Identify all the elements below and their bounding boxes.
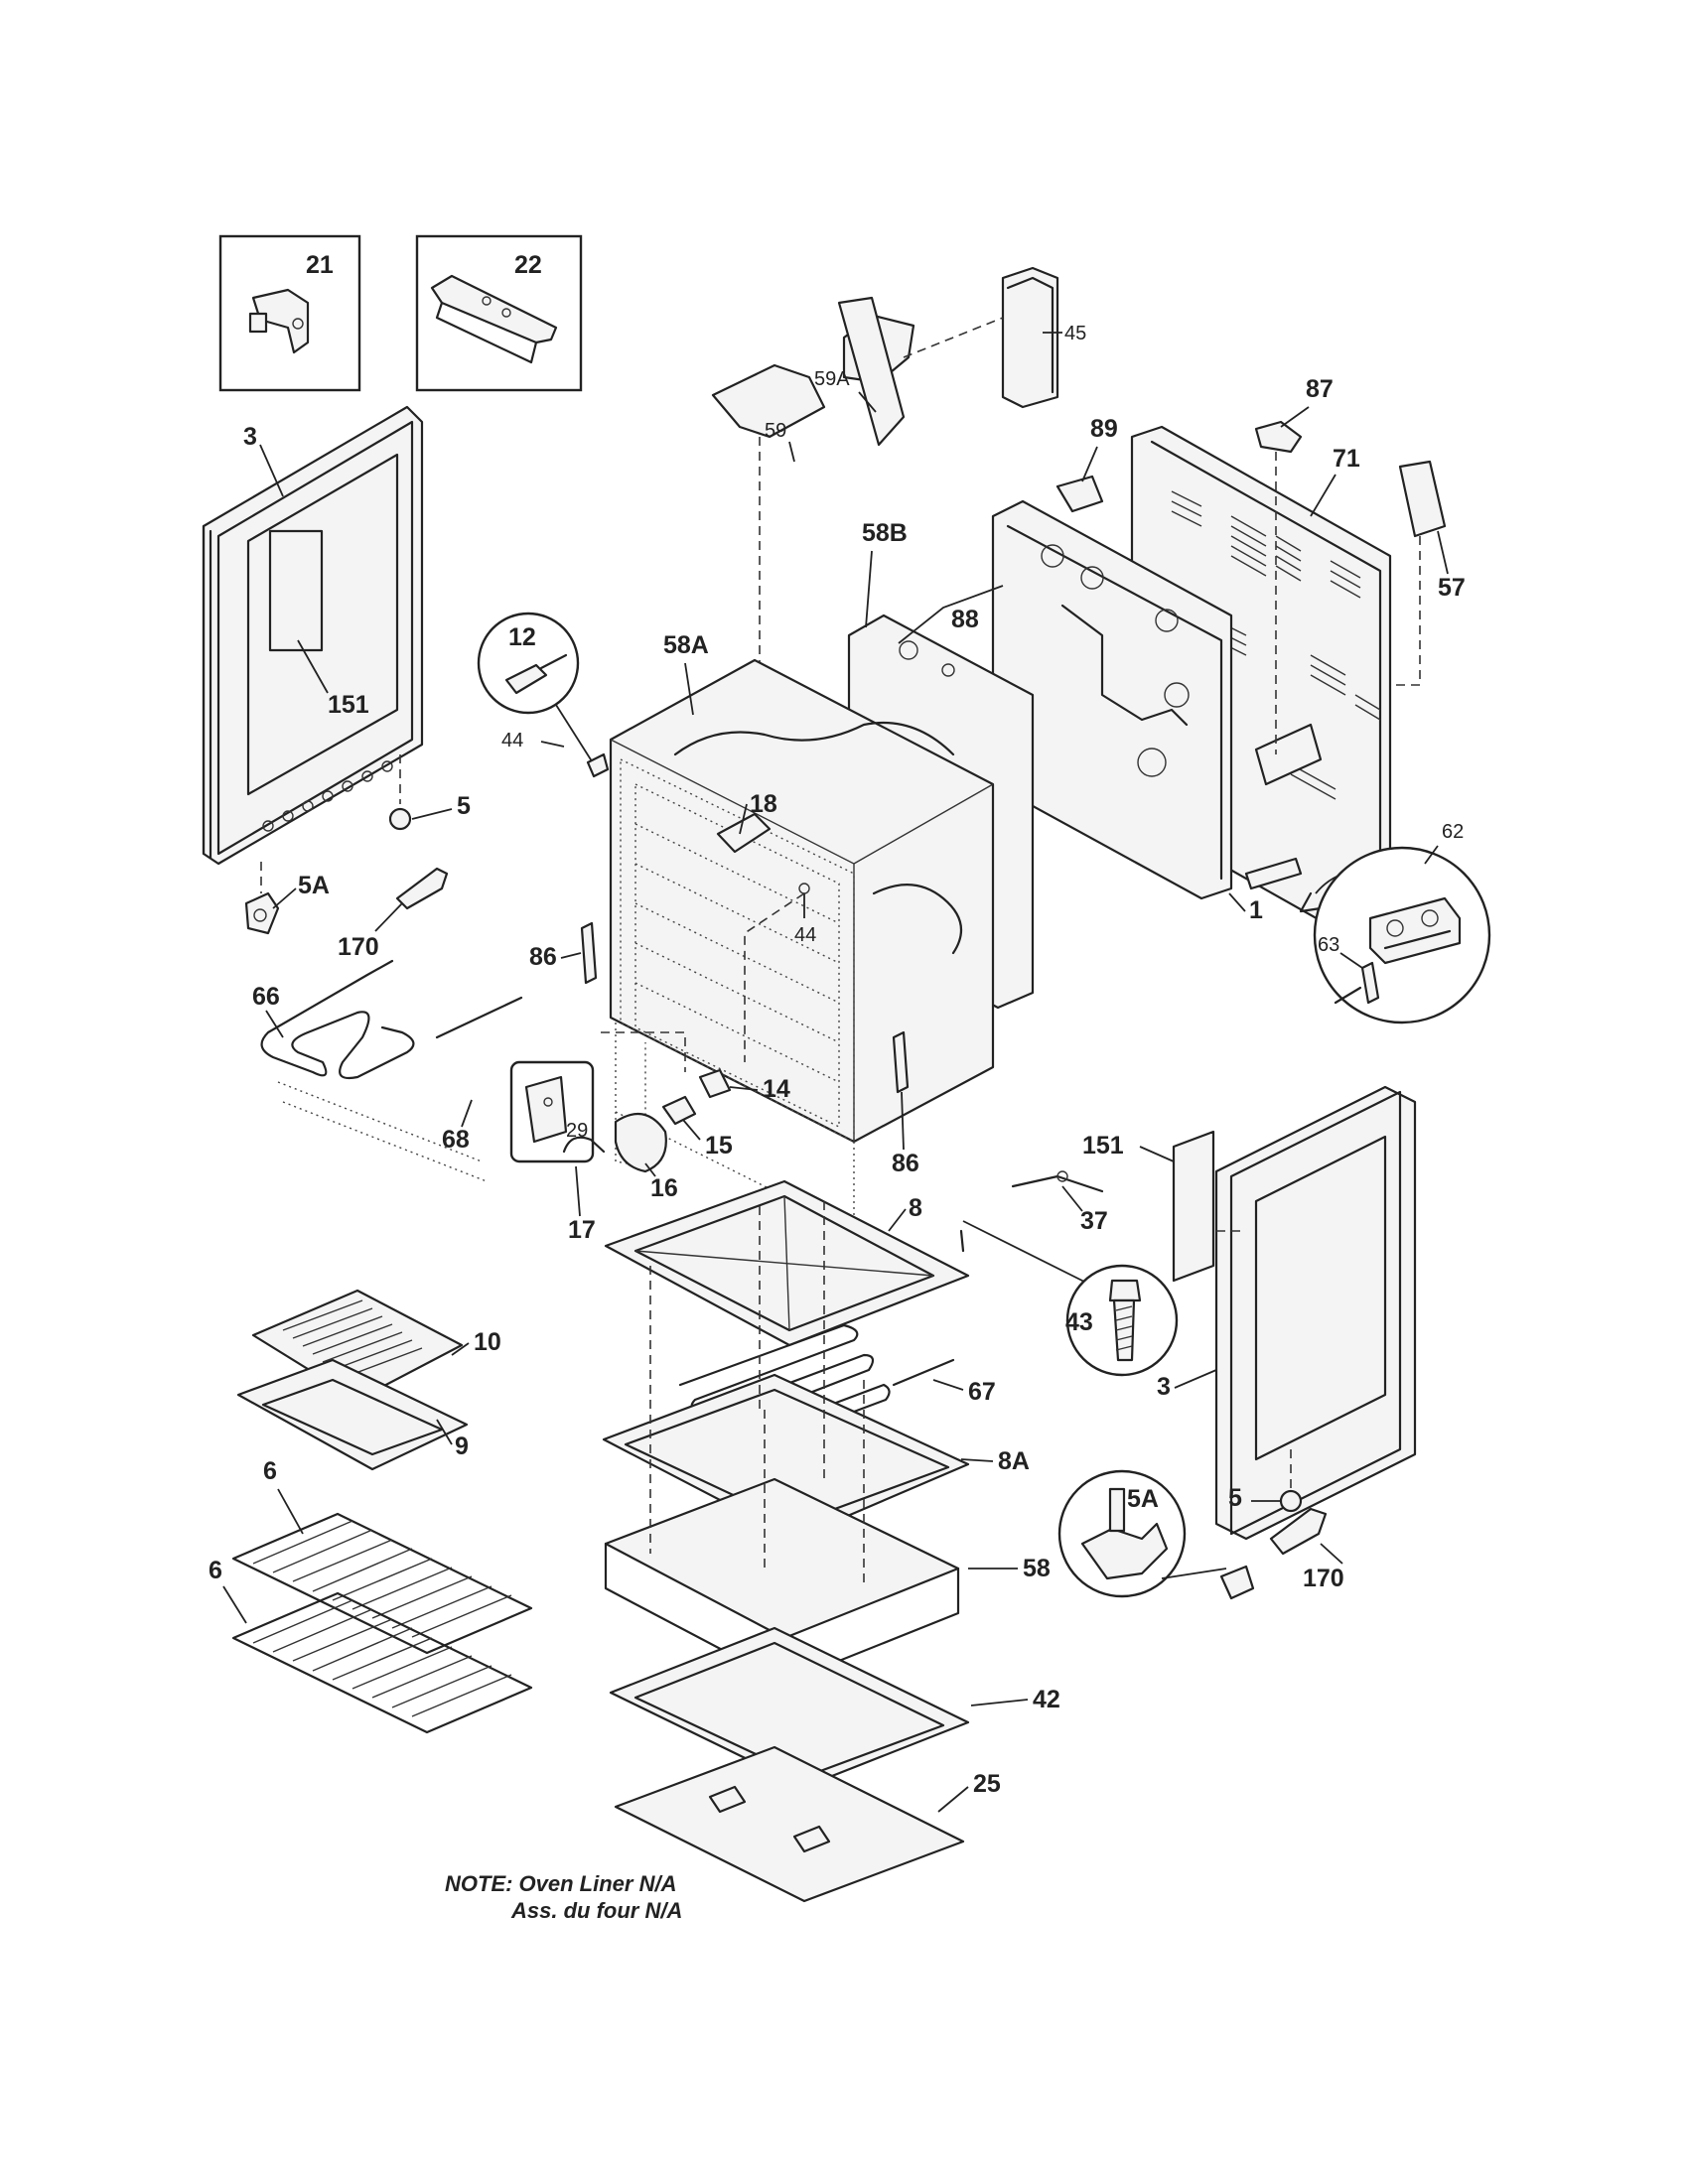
callout-21: 21 bbox=[306, 251, 334, 279]
callout-151-left: 151 bbox=[328, 691, 369, 719]
callout-3-left: 3 bbox=[243, 423, 257, 451]
callout-58a: 58A bbox=[663, 631, 709, 659]
callout-9: 9 bbox=[455, 1433, 469, 1460]
callout-3-right: 3 bbox=[1157, 1373, 1171, 1401]
left-hinge-parts: 5A 5 170 bbox=[244, 754, 471, 961]
callout-88: 88 bbox=[951, 606, 979, 633]
door-bottom-holes bbox=[262, 760, 393, 832]
callout-5a-left: 5A bbox=[298, 872, 330, 899]
broiler-pan: 10 9 bbox=[236, 1289, 501, 1471]
callout-8: 8 bbox=[909, 1194, 922, 1222]
rear-frame-panel: 89 1 bbox=[991, 415, 1263, 924]
callout-87: 87 bbox=[1306, 375, 1334, 403]
callout-58: 58 bbox=[1023, 1555, 1051, 1582]
callout-22: 22 bbox=[514, 251, 542, 279]
callout-59a: 59A bbox=[814, 368, 850, 390]
callout-14: 14 bbox=[763, 1075, 790, 1103]
broiler-grid-slots bbox=[282, 1299, 423, 1379]
callout-58b: 58B bbox=[862, 519, 908, 547]
callout-5-right: 5 bbox=[1228, 1484, 1242, 1512]
callout-6-top: 6 bbox=[263, 1457, 277, 1485]
callout-67: 67 bbox=[968, 1378, 996, 1406]
bake-element: 66 68 bbox=[252, 959, 523, 1182]
callout-8a: 8A bbox=[998, 1447, 1030, 1475]
left-side-panel: 3 151 bbox=[202, 405, 424, 866]
callout-170-right: 170 bbox=[1303, 1565, 1344, 1592]
oven-light-assembly: 12 44 18 44 86 29 14 15 16 17 bbox=[477, 612, 816, 1244]
callout-66: 66 bbox=[252, 983, 280, 1011]
oven-liner-note: NOTE: Oven Liner N/A Ass. du four N/A bbox=[445, 1871, 682, 1923]
callout-12: 12 bbox=[508, 623, 536, 651]
callout-15: 15 bbox=[705, 1132, 733, 1160]
callout-57: 57 bbox=[1438, 574, 1466, 602]
right-hinge-parts: 5A 5 170 bbox=[1057, 1449, 1344, 1600]
callout-44-mid: 44 bbox=[794, 924, 816, 946]
callout-71: 71 bbox=[1333, 445, 1360, 473]
callout-59: 59 bbox=[765, 420, 786, 442]
callout-45: 45 bbox=[1064, 323, 1086, 344]
callout-44-top: 44 bbox=[501, 730, 523, 751]
callout-89: 89 bbox=[1090, 415, 1118, 443]
inset-box-part-22: 22 bbox=[415, 234, 583, 392]
bracket-86-right: 86 bbox=[892, 1030, 919, 1177]
callout-1: 1 bbox=[1249, 896, 1263, 924]
note-line-1: NOTE: Oven Liner N/A bbox=[445, 1871, 676, 1896]
callout-86-right: 86 bbox=[892, 1150, 919, 1177]
callout-18: 18 bbox=[750, 790, 777, 818]
callout-6-bottom: 6 bbox=[209, 1557, 222, 1584]
callout-151-right: 151 bbox=[1082, 1132, 1124, 1160]
callout-5a-right: 5A bbox=[1127, 1485, 1159, 1513]
callout-10: 10 bbox=[474, 1328, 501, 1356]
callout-86-left: 86 bbox=[529, 943, 557, 971]
callout-42: 42 bbox=[1033, 1686, 1060, 1713]
callout-43: 43 bbox=[1065, 1308, 1093, 1336]
callout-37: 37 bbox=[1080, 1207, 1108, 1235]
callout-5-left: 5 bbox=[457, 792, 471, 820]
note-line-2: Ass. du four N/A bbox=[510, 1898, 682, 1923]
inset-box-part-21: 21 bbox=[218, 234, 361, 392]
right-side-panel: 151 37 3 bbox=[1011, 1085, 1417, 1541]
callout-62: 62 bbox=[1442, 821, 1464, 843]
callout-68: 68 bbox=[442, 1126, 470, 1154]
callout-63: 63 bbox=[1318, 934, 1339, 956]
callout-170-left: 170 bbox=[338, 933, 379, 961]
vent-duct-assembly: 45 59A 59 bbox=[711, 266, 1086, 695]
callout-29: 29 bbox=[566, 1120, 588, 1142]
oven-cavity-wrap: 58A bbox=[609, 631, 995, 1144]
terminal-block-detail: 62 63 bbox=[1244, 821, 1491, 1024]
screw-detail-43: 43 bbox=[959, 1220, 1179, 1377]
callout-25: 25 bbox=[973, 1770, 1001, 1798]
callout-16: 16 bbox=[650, 1174, 678, 1202]
oven-racks: 6 6 bbox=[209, 1457, 533, 1734]
oven-floor-stack: 8 67 8A 58 42 25 bbox=[602, 1179, 1060, 1903]
callout-17: 17 bbox=[568, 1216, 596, 1244]
